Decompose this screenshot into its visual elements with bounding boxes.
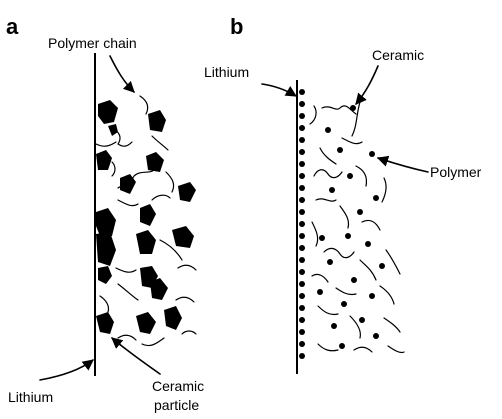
- lithium-label-a: Lithium: [8, 389, 53, 405]
- ceramic-particle-label-line2: particle: [154, 397, 199, 413]
- lithium-beads: [299, 89, 305, 359]
- lithium-arrow-a: [40, 360, 93, 380]
- panel-b: b Lithium Ceramic Polymer: [204, 14, 482, 374]
- panel-b-letter: b: [230, 14, 243, 39]
- panel-a-letter: a: [6, 14, 19, 39]
- polymer-chain-label: Polymer chain: [48, 35, 137, 51]
- ceramic-particles-a: [96, 100, 196, 334]
- panel-a: a Polymer chain Lithium Ceramic particle: [6, 14, 204, 413]
- lithium-label-b: Lithium: [204, 64, 249, 80]
- polymer-label-b: Polymer: [430, 164, 482, 180]
- polymer-arrow-b: [378, 158, 428, 172]
- ceramic-label-b: Ceramic: [372, 47, 424, 63]
- polymer-chains-b: [310, 96, 404, 353]
- ceramic-particle-label-line1: Ceramic: [152, 378, 204, 394]
- lithium-arrow-b: [262, 84, 296, 96]
- polymer-chain-arrow: [110, 56, 134, 92]
- ceramic-particle-arrow: [112, 338, 160, 374]
- ceramic-arrow-b: [356, 66, 378, 104]
